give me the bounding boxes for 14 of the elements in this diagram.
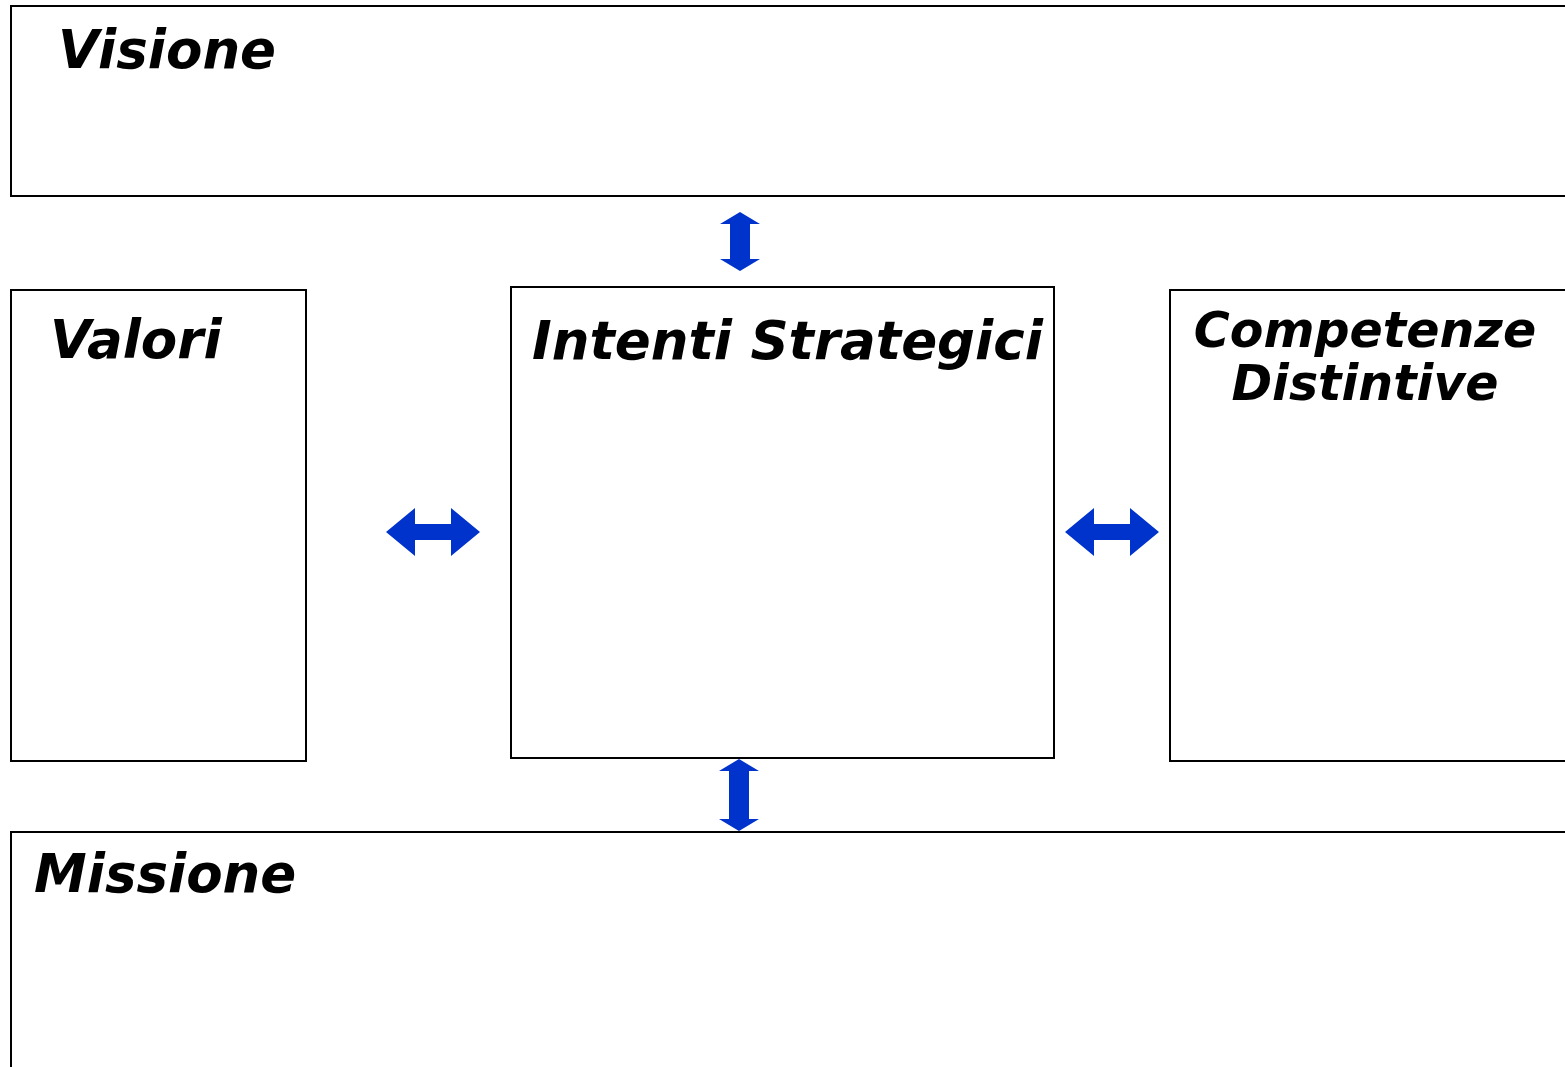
box-title: Visione — [58, 21, 278, 79]
double-arrow — [719, 759, 759, 831]
text-box — [10, 5, 1565, 197]
text-box — [1169, 289, 1565, 762]
box-title: Missione — [34, 845, 298, 903]
box-title: Valori — [50, 311, 224, 369]
box-title: Intenti Strategici — [532, 312, 1045, 370]
text-box — [10, 289, 307, 762]
text-box — [10, 831, 1565, 1067]
double-arrow — [1065, 508, 1159, 556]
double-arrow — [386, 508, 480, 556]
box-title: Competenze Distintive — [1192, 305, 1538, 411]
text-box — [510, 286, 1055, 759]
double-arrow — [720, 212, 760, 271]
